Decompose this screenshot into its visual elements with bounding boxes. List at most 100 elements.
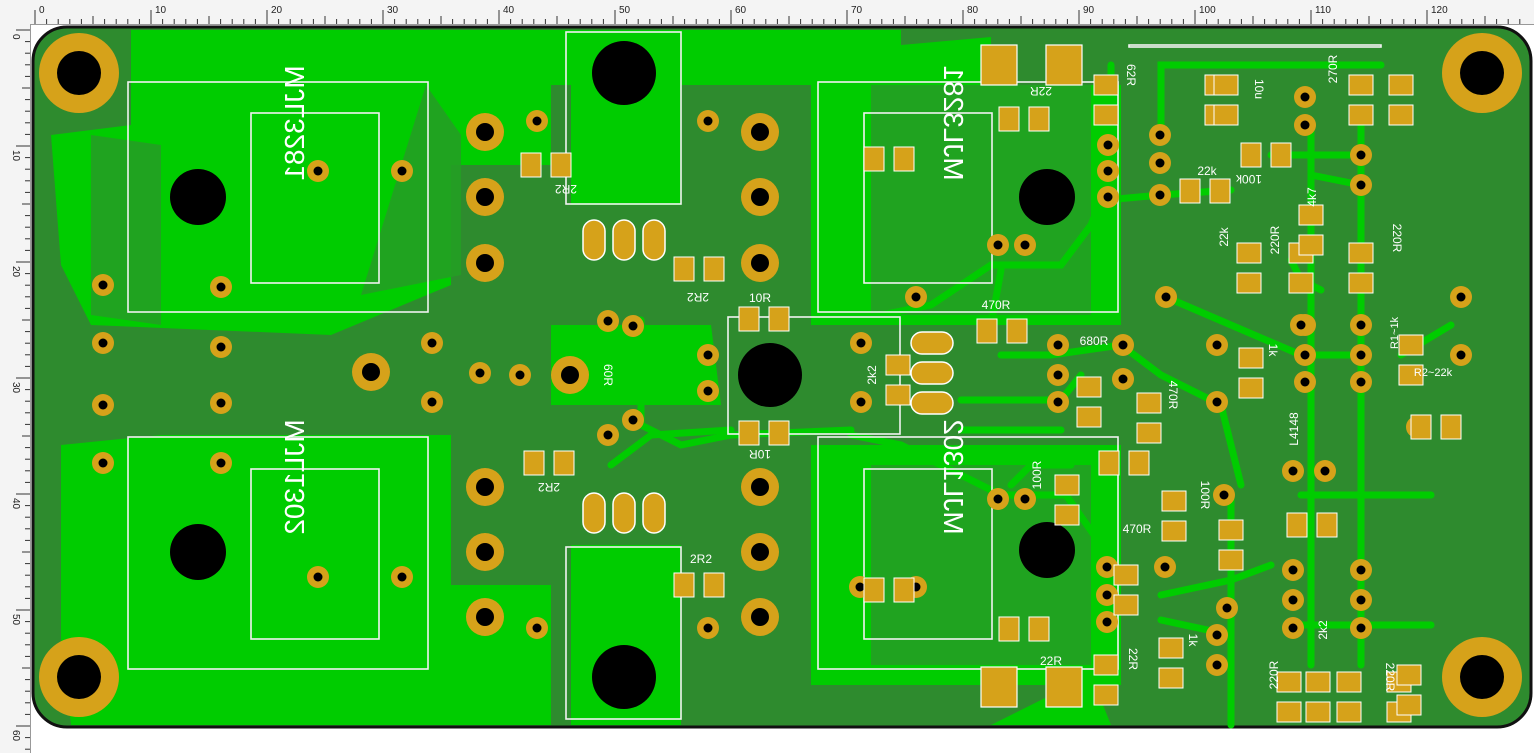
- smd-pad: [1093, 654, 1119, 676]
- smd-pad: [1213, 74, 1239, 96]
- label-470r-mid: 470R: [1166, 381, 1180, 410]
- smd-pad: [738, 306, 760, 332]
- smd-pad: [910, 331, 954, 355]
- smd-pad: [1388, 104, 1414, 126]
- smd-pad: [980, 666, 1018, 708]
- smd-pad: [642, 219, 666, 261]
- label-220r-d: 220R: [1383, 663, 1397, 692]
- smd-pad: [520, 152, 542, 178]
- label-l4148: L4148: [1287, 412, 1301, 446]
- label-1k-a: 1k: [1266, 344, 1280, 358]
- label-22k-b: 22k: [1217, 226, 1231, 246]
- smd-pad: [1054, 474, 1080, 496]
- smd-pad: [1388, 74, 1414, 96]
- smd-pad: [1276, 671, 1302, 693]
- smd-pad: [1054, 504, 1080, 526]
- label-q-top-right: MJL3281: [938, 65, 969, 180]
- smd-pad: [612, 219, 636, 261]
- smd-pad: [582, 492, 606, 534]
- label-2r2-c: 2R2: [538, 480, 560, 494]
- ruler-top-label: 80: [967, 5, 979, 16]
- smd-pad: [1348, 74, 1374, 96]
- label-22r-top: 22R: [1030, 84, 1052, 98]
- label-680r: 680R: [1080, 334, 1109, 348]
- ruler-top-label: 40: [503, 5, 515, 16]
- label-2r2-d: 2R2: [690, 552, 712, 566]
- mounting-holes: [39, 33, 1522, 717]
- smd-pad: [863, 146, 885, 172]
- label-r1: R1~1k: [1389, 316, 1401, 349]
- ruler-left-label: 40: [10, 498, 21, 510]
- label-220r-c: 220R: [1267, 660, 1281, 689]
- label-220r-b: 220R: [1390, 224, 1404, 253]
- label-q-bottom-right: MJL1302: [938, 419, 969, 534]
- smd-pad: [1348, 272, 1374, 294]
- smd-pad: [1396, 664, 1422, 686]
- ruler-left-label: 20: [10, 266, 21, 278]
- smd-pad: [1136, 422, 1162, 444]
- smd-pad: [1238, 377, 1264, 399]
- smd-pad: [612, 492, 636, 534]
- smd-pad: [1410, 414, 1432, 440]
- label-1k-b: 1k: [1186, 634, 1200, 648]
- label-100r-a: 100R: [1030, 460, 1044, 489]
- smd-pad: [1093, 684, 1119, 706]
- smd-pad: [1209, 178, 1231, 204]
- smd-pad: [1158, 637, 1184, 659]
- ruler-top-label: 110: [1315, 5, 1331, 16]
- smd-pad: [642, 492, 666, 534]
- smd-pad: [893, 577, 915, 603]
- smd-pad: [738, 420, 760, 446]
- label-10r-bottom: 10R: [749, 447, 771, 461]
- label-4k7: 4k7: [1305, 187, 1319, 207]
- smd-pad: [885, 354, 911, 376]
- smd-pad: [550, 152, 572, 178]
- smd-pad: [768, 306, 790, 332]
- smd-pad: [1136, 392, 1162, 414]
- ruler-top-label: 100: [1199, 5, 1216, 16]
- smd-pad: [863, 577, 885, 603]
- smd-pad: [1113, 594, 1139, 616]
- smd-pad: [1238, 347, 1264, 369]
- smd-pad: [1348, 242, 1374, 264]
- ruler-top-label: 30: [387, 5, 399, 16]
- ruler-left-label: 0: [10, 34, 21, 40]
- smd-pad: [1076, 406, 1102, 428]
- label-62r: 62R: [1124, 64, 1138, 86]
- ruler-left-label: 60: [10, 730, 21, 742]
- smd-pad: [1276, 701, 1302, 723]
- smd-pad: [1098, 450, 1120, 476]
- smd-pad: [1028, 106, 1050, 132]
- label-100k: 100k: [1235, 172, 1262, 186]
- label-60r: 60R: [601, 364, 615, 386]
- label-100r-b: 100R: [1198, 481, 1212, 510]
- label-q-bottom-left: MJL1302: [279, 419, 310, 534]
- smd-pad: [1348, 104, 1374, 126]
- smd-pad: [673, 572, 695, 598]
- smd-pad: [1093, 74, 1119, 96]
- large-holes: [170, 41, 1075, 709]
- label-22r-bottom: 22R: [1040, 654, 1062, 668]
- smd-pad: [1218, 549, 1244, 571]
- smd-pad: [1286, 512, 1308, 538]
- silkscreen-outlines: [127, 31, 1382, 720]
- smd-pad: [1298, 204, 1324, 226]
- smd-pad: [768, 420, 790, 446]
- ruler-top-label: 60: [735, 5, 747, 16]
- smd-pad: [1240, 142, 1262, 168]
- smd-pad: [910, 391, 954, 415]
- ruler-top-label: 50: [619, 5, 631, 16]
- pcb-canvas[interactable]: MJL3281 MJL1302 MJL3281 MJL1302 2R2 2R2 …: [31, 25, 1534, 753]
- smd-pad: [1045, 666, 1083, 708]
- ruler-left-label: 10: [10, 150, 21, 162]
- smd-pad: [1076, 376, 1102, 398]
- smd-pad: [1158, 667, 1184, 689]
- ruler-left-label: 30: [10, 382, 21, 394]
- smd-pad: [976, 318, 998, 344]
- label-2r2-a: 2R2: [555, 182, 577, 196]
- smd-pad: [1028, 616, 1050, 642]
- smd-pad: [1305, 671, 1331, 693]
- smd-pad: [1440, 414, 1462, 440]
